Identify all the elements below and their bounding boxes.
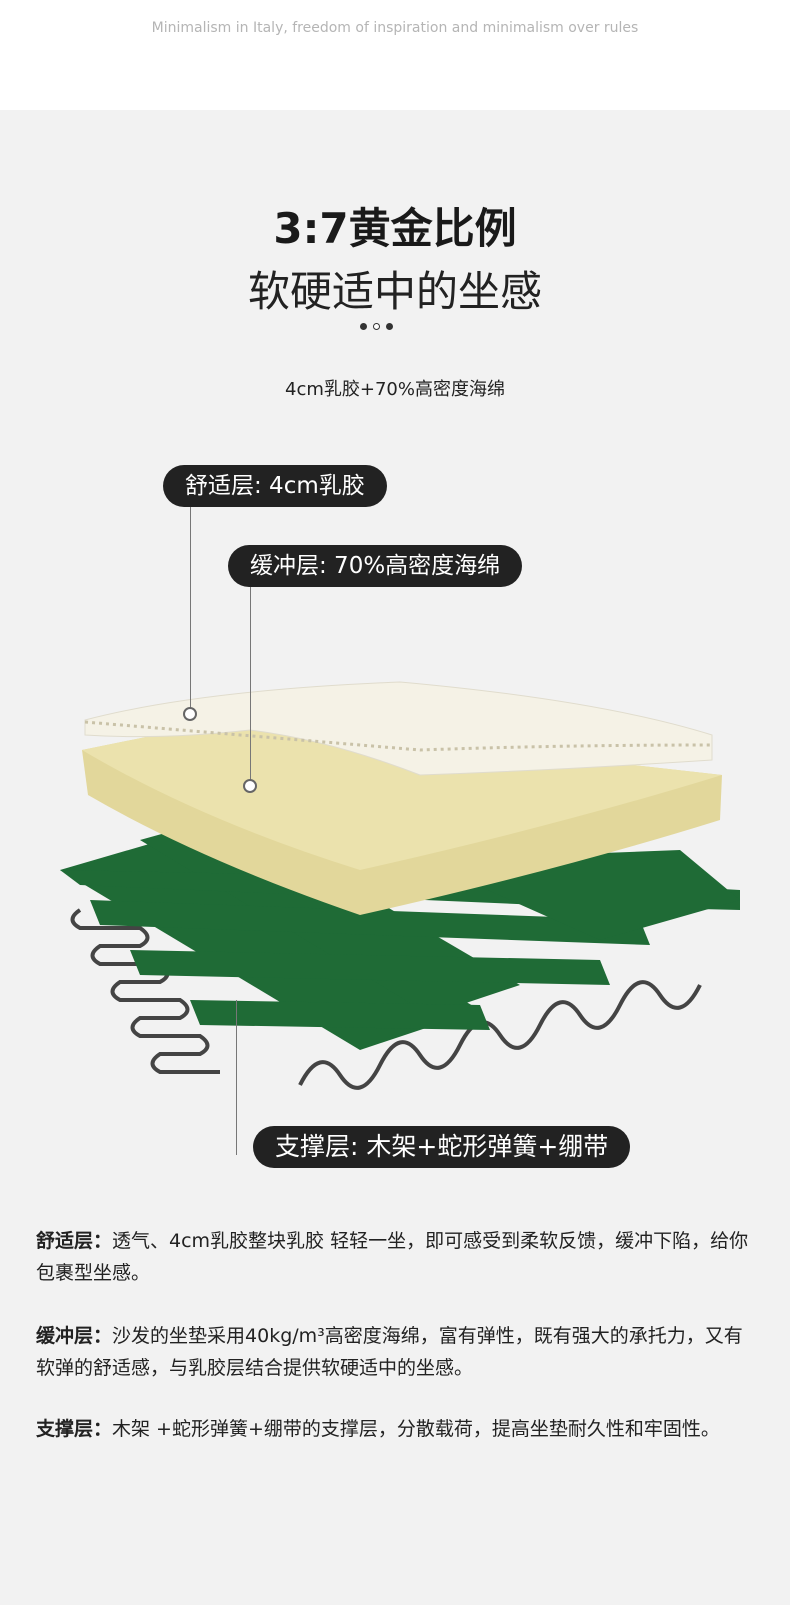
- comfort-layer-label: 舒适层: 4cm乳胶: [163, 465, 387, 507]
- comfort-leader-line: [190, 507, 191, 714]
- support-paragraph: 支撑层：木架 +蛇形弹簧+绷带的支撑层，分散载荷，提高坐垫耐久性和牢固性。: [36, 1413, 756, 1445]
- paragraph-heading: 缓冲层：: [36, 1325, 113, 1347]
- paragraph-text: 木架 +蛇形弹簧+绷带的支撑层，分散载荷，提高坐垫耐久性和牢固性。: [112, 1418, 720, 1440]
- support-layer-label: 支撑层: 木架+蛇形弹簧+绷带: [253, 1126, 631, 1168]
- title-line-1: 3:7黄金比例: [273, 204, 517, 253]
- buffer-layer-label: 缓冲层: 70%高密度海绵: [228, 545, 523, 587]
- support-leader-line: [236, 1000, 237, 1155]
- header-band: Minimalism in Italy, freedom of inspirat…: [0, 0, 790, 110]
- title-line-2: 软硬适中的坐感: [247, 267, 542, 316]
- buffer-paragraph: 缓冲层：沙发的坐垫采用40kg/m³高密度海绵，富有弹性，既有强大的承托力，又有…: [36, 1320, 756, 1384]
- paragraph-text: 沙发的坐垫采用40kg/m³高密度海绵，富有弹性，既有强大的承托力，又有软弹的舒…: [36, 1325, 743, 1379]
- paragraph-heading: 舒适层：: [36, 1230, 113, 1252]
- comfort-paragraph: 舒适层：透气、4cm乳胶整块乳胶 轻轻一坐，即可感受到柔软反馈，缓冲下陷，给你包…: [36, 1225, 756, 1289]
- paragraph-heading: 支撑层：: [36, 1418, 113, 1440]
- subtitle: 4cm乳胶+70%高密度海绵: [285, 379, 505, 400]
- cushion-layers-illustration: [60, 681, 740, 1090]
- paragraph-text: 透气、4cm乳胶整块乳胶 轻轻一坐，即可感受到柔软反馈，缓冲下陷，给你包裹型坐感…: [36, 1230, 749, 1284]
- serpentine-springs: [70, 908, 702, 1090]
- slogan: Minimalism in Italy, freedom of inspirat…: [151, 20, 639, 36]
- dots-divider: [360, 323, 393, 330]
- latex-layer: [84, 681, 713, 776]
- buffer-leader-line: [250, 587, 251, 785]
- leader-markers: [183, 707, 257, 793]
